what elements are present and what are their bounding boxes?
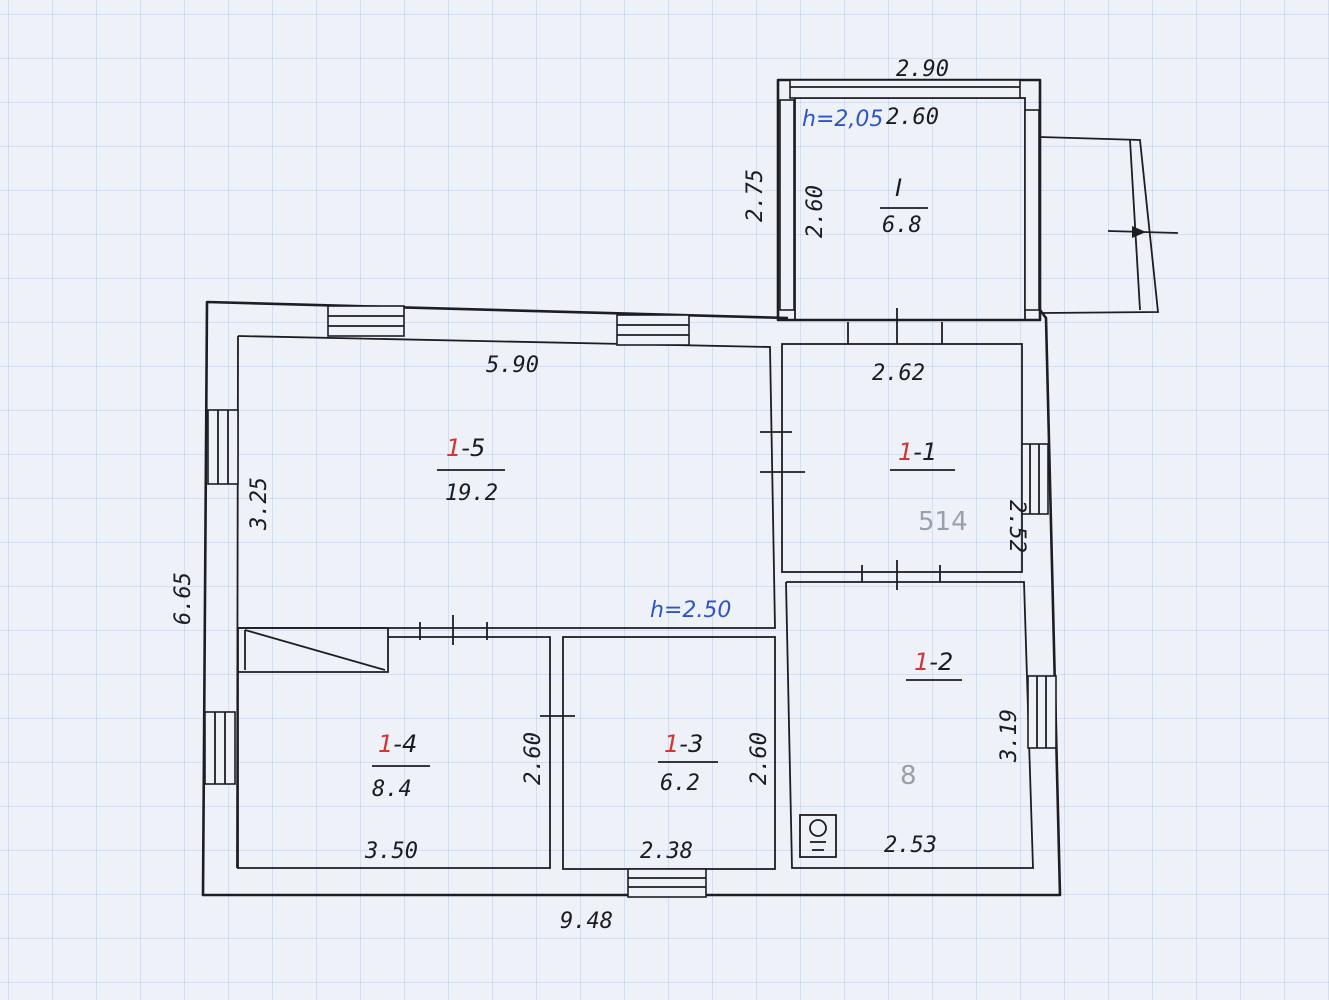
stove-icon	[799, 814, 837, 858]
window-bottom	[627, 868, 707, 898]
window-left-upper	[207, 409, 239, 485]
svg-text:1-4: 1-4	[378, 730, 417, 758]
dim-annex-inner-width: 2.60	[886, 105, 939, 130]
room-1-4-area: 8.4	[372, 777, 412, 802]
dim-annex-outer-width: 2.90	[896, 57, 949, 82]
dim-room-1-2-width: 2.53	[884, 833, 937, 858]
room-1-2-number: -2	[929, 648, 953, 676]
entry-arrow-head	[1132, 226, 1146, 238]
room-1-4-walls	[237, 628, 551, 869]
pencil-note-room-1-2: 8	[900, 761, 917, 791]
stair-outline	[238, 627, 389, 673]
window-right-lower	[1027, 675, 1057, 749]
room-annex-number: I	[895, 174, 902, 202]
dim-room-1-4-depth: 2.60	[521, 732, 546, 785]
room-label-1-2: 1-2	[906, 648, 962, 681]
height-annex: h=2,05	[802, 107, 883, 132]
dim-overall-depth: 6.65	[171, 572, 196, 625]
room-label-1-4: 1-4 8.4	[372, 730, 430, 802]
room-1-2-floor: 1	[914, 648, 929, 676]
window-annex-top	[789, 79, 1021, 99]
outer-wall-main	[201, 300, 1062, 897]
room-1-5-walls	[237, 335, 776, 629]
dim-room-1-1-depth: 2.52	[1004, 500, 1029, 553]
room-1-3-number: -3	[679, 730, 703, 758]
room-1-1-floor: 1	[898, 438, 913, 466]
dim-room-1-1-width: 2.62	[872, 361, 925, 386]
room-label-1-1: 1-1	[890, 438, 955, 471]
room-1-5-area: 19.2	[445, 481, 498, 506]
porch-outline	[1039, 136, 1159, 314]
dim-room-1-5-depth: 3.25	[247, 477, 272, 531]
dim-room-1-3-width: 2.38	[640, 839, 693, 864]
window-annex-left	[779, 99, 795, 311]
window-top-left	[327, 305, 405, 337]
room-annex-area: 6.8	[882, 213, 922, 238]
dim-annex-outer-depth: 2.75	[743, 169, 768, 222]
room-1-3-floor: 1	[664, 730, 679, 758]
window-annex-right	[1024, 109, 1040, 311]
room-1-5-floor: 1	[446, 434, 461, 462]
height-main: h=2.50	[650, 598, 731, 623]
dim-room-1-3-depth: 2.60	[747, 732, 772, 785]
room-label-1-3: 1-3 6.2	[658, 730, 718, 796]
room-1-4-floor: 1	[378, 730, 393, 758]
dim-annex-inner-depth: 2.60	[803, 185, 828, 238]
dim-overall-width: 9.48	[560, 909, 613, 934]
room-1-3-area: 6.2	[660, 771, 700, 796]
porch-step	[1129, 139, 1141, 311]
window-right-upper	[1021, 443, 1049, 515]
dim-room-1-2-depth: 3.19	[997, 709, 1022, 763]
window-left-lower	[204, 711, 236, 785]
svg-text:1-3: 1-3	[664, 730, 703, 758]
window-top-middle	[616, 314, 690, 346]
door-ticks	[419, 308, 943, 717]
svg-text:1-5: 1-5	[446, 434, 485, 462]
svg-text:1-1: 1-1	[898, 438, 937, 466]
dim-room-1-4-width: 3.50	[364, 839, 418, 864]
dim-room-1-5-width: 5.90	[486, 353, 539, 378]
stair-diagonal	[244, 629, 386, 671]
room-label-1-5: 1-5 19.2	[437, 434, 505, 506]
room-label-annex: I 6.8	[880, 174, 928, 238]
room-1-4-number: -4	[393, 730, 417, 758]
svg-text:1-2: 1-2	[914, 648, 953, 676]
room-1-2-walls	[785, 581, 1034, 869]
room-1-5-number: -5	[461, 434, 485, 462]
pencil-note-room-1-1: 514	[918, 507, 968, 537]
room-1-1-number: -1	[913, 438, 937, 466]
